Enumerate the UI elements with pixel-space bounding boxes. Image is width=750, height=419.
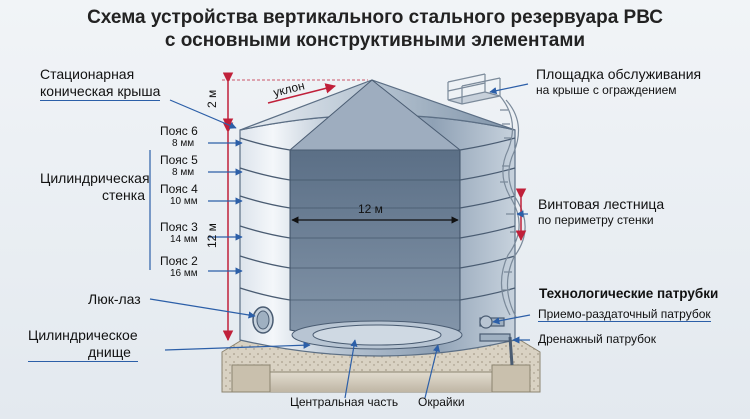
belt-3-name: Пояс 3	[160, 220, 198, 234]
platform-label-line-1: Площадка обслуживания	[536, 66, 702, 82]
tank-wall	[239, 114, 516, 357]
bottom-label-line-1: Цилиндрическое	[28, 327, 138, 343]
belt-4-thickness: 10 мм	[170, 196, 198, 207]
drain-nozzle-label: Дренажный патрубок	[538, 332, 656, 346]
nozzles-label: Технологические патрубки	[539, 286, 719, 301]
roof-label-line-2: коническая крыша	[40, 83, 161, 101]
wall-label-line-1: Цилиндрическая	[40, 170, 150, 186]
diagram-title: Схема устройства вертикального стального…	[0, 6, 750, 52]
receive-nozzle-label: Приемо-раздаточный патрубок	[538, 307, 711, 322]
manhole	[252, 306, 274, 334]
bottom-label-line-2: днище	[28, 344, 138, 362]
belt-5-name: Пояс 5	[160, 153, 198, 167]
stairs-label-line-2: по периметру стенки	[538, 213, 654, 227]
belt-2-name: Пояс 2	[160, 254, 198, 268]
bottom-label: Цилиндрическое днище	[28, 327, 138, 362]
roof-label-line-1: Стационарная	[40, 66, 135, 82]
platform-label-line-2: на крыше с ограждением	[536, 83, 677, 97]
belt-5-label: Пояс 5 8 мм	[160, 153, 198, 179]
conical-roof	[239, 79, 516, 151]
roof-label: Стационарная коническая крыша	[40, 66, 161, 101]
wall-label: Цилиндрическая стенка	[40, 170, 150, 204]
stairs-label-line-1: Винтовая лестница	[538, 196, 665, 212]
hatch-label: Люк-лаз	[88, 291, 141, 307]
leader-lines	[149, 83, 531, 399]
title-line-2: с основными конструктивными элементами	[164, 30, 586, 51]
wall-label-line-2: стенка	[102, 187, 145, 203]
slope-arrow	[267, 83, 337, 104]
belt-4-name: Пояс 4	[160, 182, 198, 196]
process-nozzles	[479, 315, 514, 366]
platform-label: Площадка обслуживания на крыше с огражде…	[536, 66, 701, 97]
belt-2-thickness: 16 мм	[170, 268, 198, 279]
diameter-label: 12 м	[358, 202, 383, 216]
belt-3-label: Пояс 3 14 мм	[160, 220, 198, 246]
center-part-label: Центральная часть	[290, 395, 399, 409]
belt-4-label: Пояс 4 10 мм	[160, 182, 198, 208]
stairs-label: Винтовая лестница по периметру стенки	[538, 196, 664, 227]
roof-height-label: 2 м	[205, 89, 219, 108]
belt-6-thickness: 8 мм	[172, 138, 195, 149]
belt-6-label: Пояс 6 8 мм	[160, 124, 198, 150]
belt-6-name: Пояс 6	[160, 124, 198, 138]
wall-height-label: 12 м	[205, 223, 219, 248]
title-line-1: Схема устройства вертикального стального…	[87, 7, 663, 28]
belt-2-label: Пояс 2 16 мм	[160, 254, 198, 280]
belt-5-thickness: 8 мм	[172, 167, 195, 178]
roof-platform	[447, 73, 501, 105]
belt-3-thickness: 14 мм	[170, 234, 198, 245]
edge-plates-label: Окрайки	[418, 395, 465, 409]
roof-height-dimension	[222, 72, 368, 130]
